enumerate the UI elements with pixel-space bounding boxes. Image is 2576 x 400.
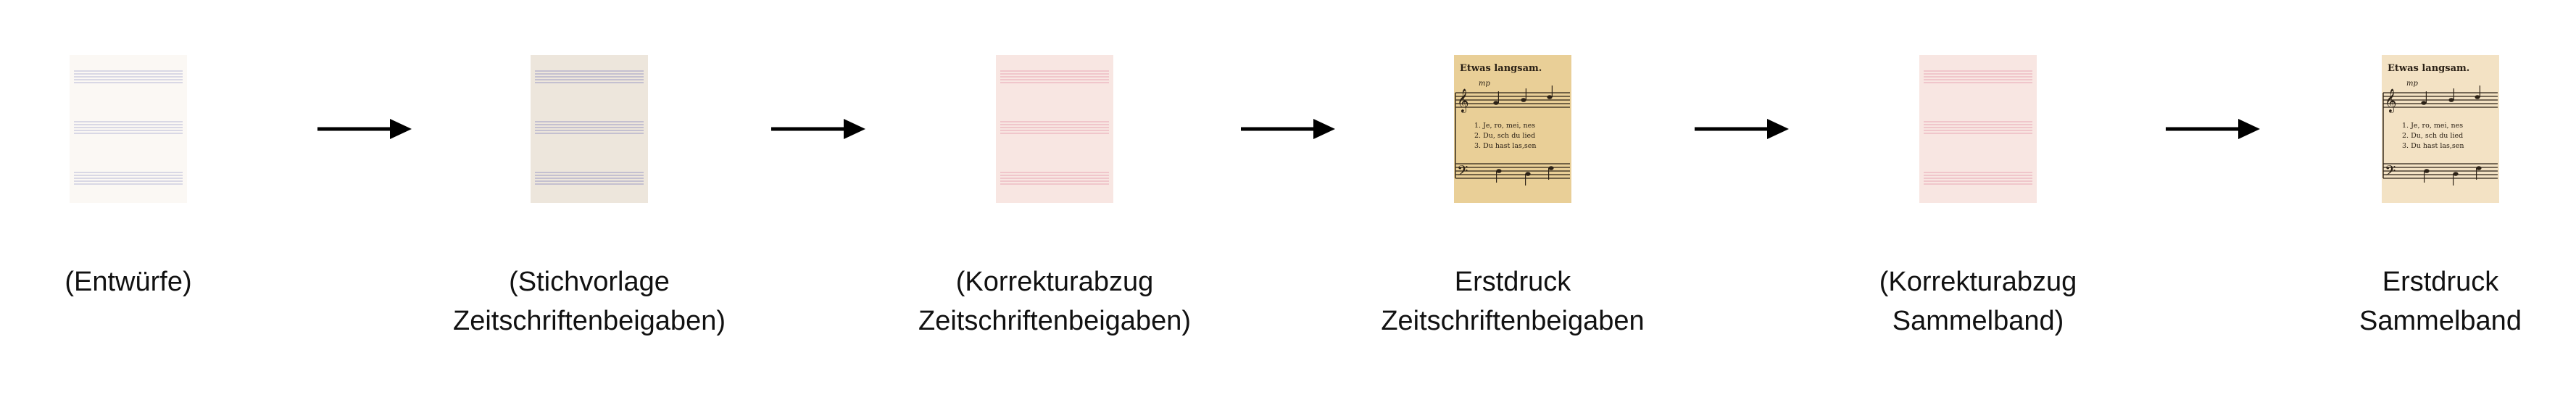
thumbnail-korrekturabzug-zeitschriften — [996, 55, 1113, 203]
right-arrow-icon — [317, 119, 412, 139]
lyric-line-1: 1. Je, ro, mei, nes — [2402, 122, 2463, 130]
caption-erstdruck-zeitschriften: Erstdruck Zeitschriftenbeigaben — [1310, 262, 1716, 341]
arrow-5 — [2166, 114, 2260, 143]
note-head — [1548, 166, 1554, 170]
note-head — [1496, 169, 1502, 173]
staff-lines — [1924, 70, 2032, 83]
caption-line-1: (Korrekturabzug — [1879, 267, 2077, 297]
note-head — [2421, 101, 2427, 105]
caption-line-1: (Entwürfe) — [65, 267, 192, 297]
caption-erstdruck-sammelband: Erstdruck Sammelband — [2238, 262, 2576, 341]
right-arrow-icon — [1241, 119, 1335, 139]
note-head — [2448, 98, 2454, 102]
arrow-1 — [317, 114, 412, 143]
caption-line-1: (Stichvorlage — [509, 267, 670, 297]
note-head — [1547, 95, 1553, 99]
right-arrow-icon — [2166, 119, 2260, 139]
printed-score-icon: Etwas langsam. mp 𝄞 1. Je, ro, mei, nes 2. D… — [1454, 55, 1571, 203]
bass-clef-icon: 𝄢 — [1457, 162, 1468, 183]
caption-line-1: Erstdruck — [2382, 267, 2499, 297]
thumbnail-korrekturabzug-sammelband — [1919, 55, 2037, 203]
blank-staff-paper-icon — [996, 55, 1113, 203]
lyric-line-2: 2. Du, sch du lied — [2402, 132, 2463, 140]
caption-korrekturabzug-sammelband: (Korrekturabzug Sammelband) — [1775, 262, 2181, 341]
dynamic-marking: mp — [2406, 80, 2418, 88]
lyric-line-3: 3. Du hast las,sen — [1474, 142, 1537, 150]
thumbnail-stichvorlage — [531, 55, 648, 203]
note-head — [2475, 95, 2480, 99]
blank-staff-paper-icon — [531, 55, 648, 203]
note-head — [2476, 166, 2482, 170]
note-head — [2424, 169, 2430, 173]
staff-lines — [1000, 70, 1109, 83]
staff-lines — [535, 172, 644, 185]
dynamic-marking: mp — [1479, 80, 1490, 88]
bass-clef-icon: 𝄢 — [2385, 162, 2396, 183]
note-head — [1525, 172, 1531, 176]
staff-lines — [1000, 172, 1109, 185]
caption-line-1: (Korrekturabzug — [955, 267, 1154, 297]
staff-lines — [74, 121, 183, 134]
lyric-line-1: 1. Je, ro, mei, nes — [1474, 122, 1535, 130]
staff-lines — [535, 70, 644, 83]
staff-lines — [1924, 172, 2032, 185]
right-arrow-icon — [771, 119, 865, 139]
arrow-2 — [771, 114, 865, 143]
staff-lines — [1924, 121, 2032, 134]
staff-lines — [74, 172, 183, 185]
arrow-4 — [1695, 114, 1789, 143]
tempo-marking: Etwas langsam. — [1460, 63, 1542, 74]
note-head — [1493, 101, 1499, 105]
staff-lines — [1000, 121, 1109, 134]
caption-line-2: Zeitschriftenbeigaben) — [453, 306, 726, 336]
staff-lines — [535, 121, 644, 134]
right-arrow-icon — [1695, 119, 1789, 139]
thumbnail-entwuerfe — [70, 55, 187, 203]
arrow-3 — [1241, 114, 1335, 143]
caption-line-2: Sammelband) — [1892, 306, 2064, 336]
lyric-line-2: 2. Du, sch du lied — [1474, 132, 1535, 140]
thumbnail-erstdruck-zeitschriften: Etwas langsam. mp 𝄞 1. Je, ro, mei, nes 2. D… — [1454, 55, 1571, 203]
treble-clef-icon: 𝄞 — [1457, 88, 1469, 113]
caption-stichvorlage: (Stichvorlage Zeitschriftenbeigaben) — [386, 262, 792, 341]
caption-line-2: Sammelband — [2359, 306, 2522, 336]
caption-entwuerfe: (Entwürfe) — [0, 262, 331, 301]
caption-line-1: Erstdruck — [1454, 267, 1571, 297]
caption-line-2: Zeitschriftenbeigaben) — [918, 306, 1191, 336]
treble-clef-icon: 𝄞 — [2385, 88, 2397, 113]
note-head — [2453, 172, 2459, 176]
tempo-marking: Etwas langsam. — [2388, 63, 2469, 74]
staff-lines — [74, 70, 183, 83]
blank-staff-paper-icon — [1919, 55, 2037, 203]
blank-staff-paper-icon — [70, 55, 187, 203]
caption-line-2: Zeitschriftenbeigaben — [1381, 306, 1645, 336]
thumbnail-erstdruck-sammelband: Etwas langsam. mp 𝄞 1. Je, ro, mei, nes 2. D… — [2382, 55, 2499, 203]
caption-korrekturabzug-zeitschriften: (Korrekturabzug Zeitschriftenbeigaben) — [852, 262, 1258, 341]
note-head — [1521, 98, 1526, 102]
lyric-line-3: 3. Du hast las,sen — [2402, 142, 2464, 150]
printed-score-icon: Etwas langsam. mp 𝄞 1. Je, ro, mei, nes 2. D… — [2382, 55, 2499, 203]
